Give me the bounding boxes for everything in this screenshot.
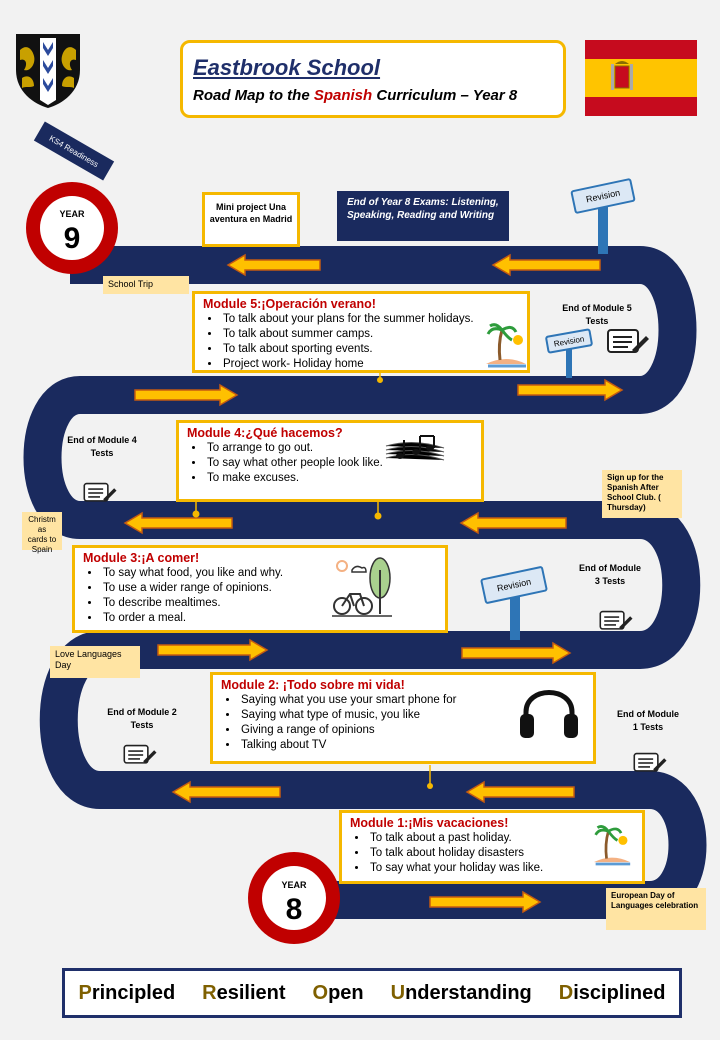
road-arrow [157,638,269,662]
module-1-item: To say what your holiday was like. [368,861,634,876]
module-5-item: To talk about summer camps. [221,327,519,342]
module-3-box: Module 3:¡A comer! To say what food, you… [72,545,448,633]
module-1-title: Module 1:¡Mis vacaciones! [350,816,509,830]
year-9-circle [26,182,118,274]
test-paper-icon [123,744,157,764]
module-5-item: Project work- Holiday home [221,357,519,372]
module-2-item: Talking about TV [239,738,585,753]
end-of-module-1-label: End of Module 1 Tests [617,709,679,732]
module-1-item: To talk about holiday disasters [368,846,634,861]
module-2-title: Module 2: ¡Todo sobre mi vida! [221,678,405,692]
module-2-item: Giving a range of opinions [239,723,585,738]
road-arrow [465,780,575,804]
module-4-item: To arrange to go out. [205,441,473,456]
module-1-box: Module 1:¡Mis vacaciones! To talk about … [339,810,645,884]
test-paper-icon [633,752,667,772]
year-end-exams-box: End of Year 8 Exams: Listening, Speaking… [337,191,509,241]
test-paper-icon [599,610,633,630]
value-principled: Principled [78,981,176,1004]
value-open: Open [312,981,364,1004]
year-8-circle [248,852,340,944]
school-crest-logo [16,34,80,108]
mini-project-box: Mini project Una aventura en Madrid [202,192,300,247]
module-3-item: To order a meal. [101,611,437,626]
revision-signpost [598,200,608,254]
revision-signpost [510,590,520,640]
module-5-title: Module 5:¡Operación verano! [203,297,376,311]
end-of-module-3-label: End of Module 3 Tests [579,563,641,586]
revision-signpost [566,338,572,378]
year-8-label: YEAR [281,880,307,890]
road-arrow [461,641,572,665]
module-5-item: To talk about sporting events. [221,342,519,357]
module-4-item: To say what other people look like. [205,456,473,471]
school-values-bar: Principled Resilient Open Understanding … [62,968,682,1018]
value-resilient: Resilient [202,981,286,1004]
music-notes-icon [385,435,445,461]
module-3-item: To describe mealtimes. [101,596,437,611]
school-trip-note: School Trip [103,276,189,294]
bicycle-tree-icon [332,557,392,617]
module-2-item: Saying what you use your smart phone for [239,693,585,708]
module-5-item: To talk about your plans for the summer … [221,312,519,327]
year-9-number: 9 [63,222,81,255]
title-box: Eastbrook School Road Map to the Spanish… [180,40,566,118]
module-3-item: To use a wider range of opinions. [101,581,437,596]
module-3-item: To say what food, you like and why. [101,566,437,581]
end-of-module-2-label: End of Module 2 Tests [107,707,177,730]
school-name: Eastbrook School [193,55,381,80]
module-4-item: To make excuses. [205,471,473,486]
test-paper-icon [83,482,117,502]
module-4-box: Module 4:¿Qué hacemos? To arrange to go … [176,420,484,502]
headphones-icon [520,690,578,738]
sign-up-note: Sign up for the Spanish After School Clu… [602,470,682,518]
year-8-number: 8 [285,893,303,926]
module-5-box: Module 5:¡Operación verano! To talk abou… [192,291,530,373]
test-paper-icon [607,329,649,353]
value-disciplined: Disciplined [558,981,666,1004]
love-languages-note: Love Languages Day [50,646,140,678]
road-arrow [517,378,624,402]
value-understanding: Understanding [390,981,532,1004]
end-of-module-5-label: End of Module 5 Tests [562,303,632,326]
road-arrow [134,383,239,407]
page-subtitle: Road Map to the Spanish Curriculum – Yea… [193,87,518,104]
module-4-title: Module 4:¿Qué hacemos? [187,426,343,440]
road-arrow [171,780,281,804]
road-arrow [459,511,567,535]
module-2-item: Saying what type of music, you like [239,708,585,723]
road-arrow [226,253,321,277]
road-arrow [491,253,601,277]
road-arrow [123,511,233,535]
end-of-module-4-label: End of Module 4 Tests [67,435,137,458]
year-9-label: YEAR [59,209,85,219]
spanish-flag-icon [585,40,697,116]
module-3-title: Module 3:¡A comer! [83,551,200,565]
beach-palm-icon [593,825,631,866]
beach-palm-icon [486,323,526,368]
christmas-cards-note: Christm as cards to Spain [22,512,62,554]
european-day-note: European Day of Languages celebration [606,888,706,930]
module-1-item: To talk about a past holiday. [368,831,634,846]
road-arrow [429,890,542,914]
